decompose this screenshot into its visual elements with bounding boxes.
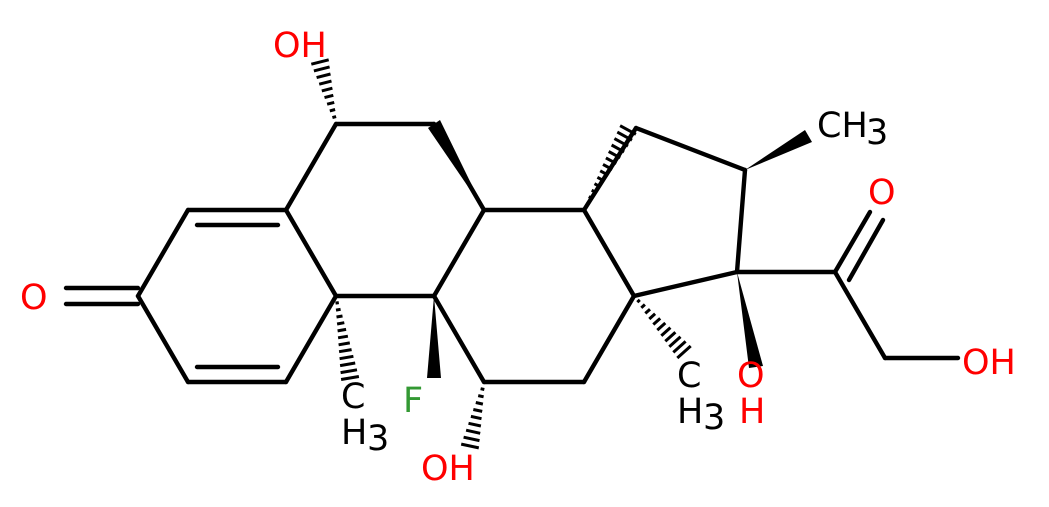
hash-stroke	[335, 301, 340, 305]
bond-c11-c9	[431, 293, 487, 385]
hash-stroke	[588, 195, 594, 201]
hash-stroke	[463, 435, 480, 443]
hash-stroke	[590, 188, 598, 195]
bond-c13-c12	[581, 293, 637, 385]
bond-c20-o	[832, 209, 873, 275]
hash-stroke	[676, 344, 692, 360]
bond-c14-c13	[581, 207, 637, 299]
hash-stroke	[326, 100, 335, 106]
hash-stroke	[593, 182, 602, 189]
hash-stroke	[339, 361, 356, 368]
hash-stroke	[664, 331, 677, 343]
bond-c3-c4	[135, 207, 191, 299]
hash-stroke	[313, 65, 330, 73]
hash-stroke	[338, 348, 352, 354]
label-ch3-c10-h: H	[341, 413, 367, 453]
label-oh-right: OH	[962, 343, 1016, 383]
hash-stroke	[599, 169, 610, 177]
bond-c10-c1	[283, 293, 339, 385]
label-fluorine: F	[403, 381, 423, 421]
hash-stroke	[616, 130, 633, 142]
hash-stroke	[465, 428, 481, 435]
hash-stroke	[605, 156, 618, 165]
hash-stroke	[337, 334, 349, 340]
bond-c8-c9	[431, 207, 487, 299]
hash-stroke	[619, 124, 637, 136]
bond-c5-c6	[283, 121, 339, 213]
hash-c10-ch3	[335, 301, 360, 381]
hash-stroke	[613, 137, 629, 148]
hashed-bonds	[310, 58, 692, 450]
hash-stroke	[668, 335, 682, 348]
label-ketone-o-left: O	[20, 278, 48, 318]
hash-stroke	[477, 394, 484, 399]
hash-stroke	[475, 401, 484, 406]
label-oh-bottom: OH	[421, 449, 475, 489]
hash-stroke	[329, 108, 336, 113]
hash-stroke	[339, 354, 354, 361]
bond-c20-c21	[832, 269, 888, 361]
label-ch3-c16: CH	[817, 106, 868, 146]
bond-c2-c3	[135, 293, 191, 385]
hash-stroke	[640, 303, 646, 309]
hash-stroke	[332, 115, 337, 120]
bond-c16-c17	[734, 167, 748, 275]
hash-stroke	[337, 327, 347, 333]
label-ch3-c10-sub: 3	[367, 419, 389, 459]
hash-stroke	[321, 86, 333, 93]
label-ch3-c16-sub: 3	[866, 113, 888, 153]
label-ketone-o-right: O	[868, 173, 896, 213]
hash-stroke	[468, 421, 482, 428]
label-ch3-c13-c: C	[677, 356, 701, 396]
hash-stroke	[672, 340, 687, 354]
wedge-bonds	[427, 120, 812, 378]
label-oh-top: OH	[273, 26, 327, 66]
hash-stroke	[335, 307, 341, 312]
hash-c13-ch3	[636, 298, 692, 360]
hash-stroke	[460, 442, 480, 450]
hash-stroke	[652, 317, 662, 326]
bond-c20-o-double	[846, 217, 886, 283]
hash-c11-oh	[460, 387, 485, 450]
hash-stroke	[336, 321, 345, 326]
bond-c15-c16	[633, 125, 748, 173]
hash-stroke	[602, 163, 614, 171]
hash-c6-oh	[310, 58, 337, 120]
hash-stroke	[480, 387, 485, 391]
hash-stroke	[316, 72, 331, 80]
hash-stroke	[340, 368, 358, 375]
hash-stroke	[324, 93, 334, 100]
hash-stroke	[585, 201, 590, 206]
atom-labels: OH O C H 3 F OH C H 3 O H O OH CH 3	[20, 26, 1016, 489]
wedge-c16-ch3	[745, 130, 812, 170]
label-oh-c17-o: O	[737, 356, 765, 396]
hash-stroke	[648, 312, 657, 321]
bonds	[63, 121, 961, 385]
label-ch3-c13-h: H	[677, 392, 703, 432]
hash-stroke	[596, 175, 606, 183]
hash-stroke	[610, 143, 625, 154]
hash-stroke	[660, 326, 672, 337]
label-ch3-c13-sub: 3	[703, 398, 725, 438]
hash-c14-h	[585, 124, 637, 206]
hash-stroke	[636, 298, 641, 304]
bond-c17-c13	[631, 269, 740, 299]
wedge-c8-h	[428, 120, 484, 210]
label-ch3-c10-c: C	[341, 377, 365, 417]
hash-stroke	[336, 314, 343, 319]
bond-c5-c10	[283, 207, 339, 299]
hash-stroke	[607, 150, 621, 160]
hash-stroke	[644, 308, 651, 315]
wedge-c17-oh	[737, 272, 763, 368]
hash-stroke	[340, 375, 360, 381]
hash-stroke	[338, 341, 351, 347]
hash-stroke	[470, 414, 482, 421]
hash-stroke	[656, 321, 667, 332]
hash-stroke	[318, 79, 332, 86]
hash-stroke	[472, 408, 483, 413]
hash-stroke	[310, 58, 330, 66]
label-oh-c17-h: H	[739, 392, 765, 432]
wedge-c9-f	[427, 296, 441, 378]
